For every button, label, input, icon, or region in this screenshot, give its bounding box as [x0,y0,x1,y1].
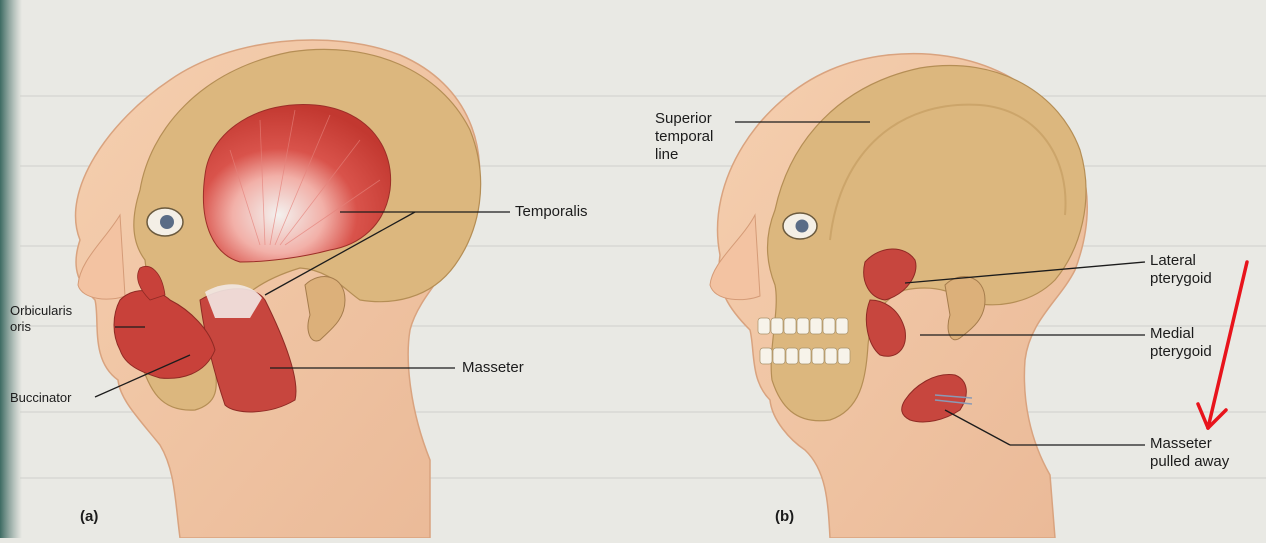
panel-b-tag: (b) [775,508,794,525]
label-temporalis: Temporalis [515,203,588,221]
panel-b-iris [796,220,809,233]
panel-a-tag: (a) [80,508,98,525]
label-buccinator: Buccinator [10,390,71,406]
label-medial-pterygoid: Medial pterygoid [1150,325,1212,361]
label-superior-temporal-line: Superior temporal line [655,110,713,164]
panel-a-iris [160,215,174,229]
label-lateral-pterygoid: Lateral pterygoid [1150,252,1212,288]
page-left-edge [0,0,22,538]
label-orbicularis-oris: Orbicularis oris [10,303,72,335]
label-masseter: Masseter [462,359,524,377]
label-masseter-pulled-away: Masseter pulled away [1150,435,1229,471]
